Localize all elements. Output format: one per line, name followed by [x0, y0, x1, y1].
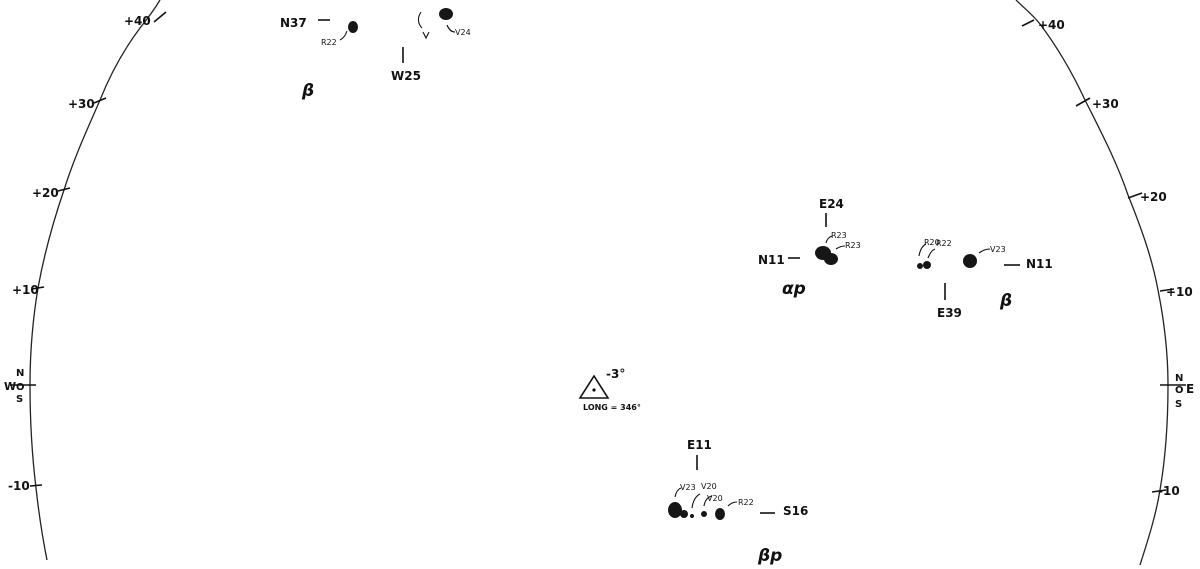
west-south-letter: S — [16, 394, 23, 405]
west-tick-30 — [93, 97, 107, 104]
east-o-letter: O — [1175, 385, 1184, 396]
bottom-leader-1 — [674, 487, 682, 498]
center-longitude: LONG = 346° — [583, 403, 641, 412]
east-lat-40: +40 — [1038, 18, 1065, 32]
bottom-sunspot-e — [715, 508, 725, 520]
east-tick-10 — [1159, 288, 1175, 292]
west-lat-30: +30 — [68, 97, 95, 111]
right-sunspot-large — [963, 254, 977, 268]
top-left-class: β — [301, 81, 314, 101]
bottom-leader-4 — [727, 501, 738, 507]
west-limb — [29, 0, 161, 561]
east-lat-minus10: -10 — [1158, 484, 1180, 498]
bottom-class: βp — [757, 546, 782, 566]
bottom-leader-2 — [691, 493, 701, 509]
top-mid-sunspot — [439, 8, 453, 20]
west-o-letter: O — [16, 382, 25, 393]
center-latitude: -3° — [606, 367, 625, 381]
west-lat-40: +40 — [124, 14, 151, 28]
right-leader-1 — [918, 243, 927, 257]
bottom-e-label: E11 — [687, 438, 712, 452]
top-left-n-label: N37 — [280, 16, 307, 30]
bottom-sunspot-c — [690, 514, 694, 518]
center-dot-icon — [592, 388, 596, 392]
top-mid-leader — [446, 24, 456, 33]
east-south-letter: S — [1175, 399, 1182, 410]
right-v-label: V23 — [990, 245, 1006, 254]
east-tick-20 — [1127, 192, 1143, 199]
group-right: R20 R22 V23 N11 E39 β — [917, 238, 1053, 320]
west-tick-40 — [153, 11, 167, 23]
east-north-letter: N — [1175, 373, 1183, 384]
east-tick-minus10 — [1151, 489, 1167, 493]
bottom-v3-label: V20 — [707, 494, 723, 503]
west-north-letter: N — [16, 368, 24, 379]
right-n-label: N11 — [1026, 257, 1053, 271]
mid-r2-label: R23 — [845, 241, 861, 250]
east-lat-20: +20 — [1140, 190, 1167, 204]
east-tick-40 — [1021, 19, 1035, 27]
top-mid-v-label: V24 — [455, 28, 471, 37]
east-lat-10: +10 — [1166, 285, 1193, 299]
bottom-sunspot-b — [680, 510, 688, 518]
mid-leader-1 — [825, 235, 833, 244]
mid-r1-label: R23 — [831, 231, 847, 240]
top-mid-arrow-icon — [422, 31, 430, 40]
top-left-r-label: R22 — [321, 38, 337, 47]
top-left-sunspot — [348, 21, 358, 33]
bottom-sunspot-a — [668, 502, 682, 518]
group-top-mid: V24 W25 — [391, 8, 471, 83]
mid-n-label: N11 — [758, 253, 785, 267]
east-tick-30 — [1075, 97, 1091, 107]
right-leader-3 — [978, 248, 991, 254]
east-e-letter: E — [1186, 382, 1194, 396]
right-e-label: E39 — [937, 306, 962, 320]
group-mid: E24 N11 R23 R23 αp — [758, 197, 861, 299]
right-sunspot-small — [917, 263, 923, 269]
bottom-v1-label: V23 — [680, 483, 696, 492]
top-left-leader — [339, 30, 348, 41]
right-r2-label: R22 — [936, 239, 952, 248]
right-class: β — [999, 291, 1012, 311]
west-w-letter: W — [4, 380, 16, 393]
group-bottom: E11 V23 V20 V20 R22 S16 βp — [668, 438, 808, 566]
top-mid-bracket — [417, 11, 423, 29]
west-tick-20 — [57, 187, 71, 192]
right-sunspot-mid — [923, 261, 931, 269]
top-mid-w-label: W25 — [391, 69, 421, 83]
right-r1-label: R20 — [924, 238, 940, 247]
bottom-leader-3 — [703, 495, 713, 507]
group-top-left: N37 R22 β — [280, 16, 358, 101]
west-tick-minus10 — [29, 484, 43, 487]
east-limb — [1015, 0, 1169, 566]
west-tick-10 — [31, 286, 45, 290]
bottom-r-label: R22 — [738, 498, 754, 507]
west-lat-minus10: -10 — [8, 479, 30, 493]
mid-leader-2 — [835, 245, 846, 250]
mid-sunspot-b — [824, 253, 838, 265]
bottom-sunspot-d — [701, 511, 707, 517]
mid-class: αp — [782, 279, 806, 299]
mid-e-label: E24 — [819, 197, 844, 211]
west-lat-10: +10 — [12, 283, 39, 297]
east-lat-30: +30 — [1092, 97, 1119, 111]
center-triangle-icon — [578, 374, 610, 399]
west-lat-20: +20 — [32, 186, 59, 200]
bottom-v2-label: V20 — [701, 482, 717, 491]
bottom-s-label: S16 — [783, 504, 808, 518]
right-leader-2 — [927, 248, 936, 259]
